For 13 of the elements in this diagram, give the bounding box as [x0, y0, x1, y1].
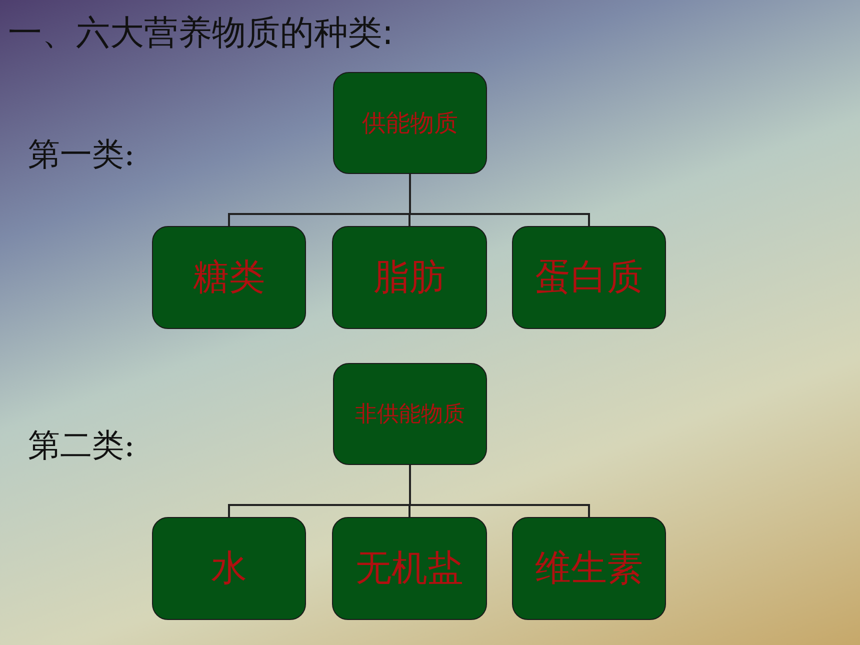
category-box: 供能物质	[333, 72, 487, 174]
connector-line	[409, 465, 590, 517]
category-label: 第二类:	[28, 425, 135, 466]
category-box: 非供能物质	[333, 363, 487, 465]
connector-line	[409, 174, 590, 226]
category-box: 无机盐	[332, 517, 487, 620]
category-box: 脂肪	[332, 226, 487, 329]
category-box: 维生素	[512, 517, 666, 620]
category-box: 糖类	[152, 226, 306, 329]
category-box: 水	[152, 517, 306, 620]
category-label: 第一类:	[28, 134, 135, 175]
title: 一、六大营养物质的种类:	[8, 12, 394, 55]
category-box: 蛋白质	[512, 226, 666, 329]
